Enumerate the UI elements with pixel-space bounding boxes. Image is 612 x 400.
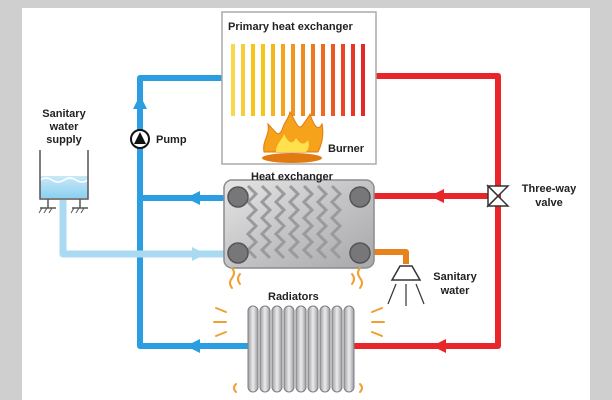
heat-tube bbox=[301, 44, 305, 116]
pump-icon bbox=[130, 129, 150, 149]
sanitary-water-supply-line: Sanitary bbox=[42, 108, 86, 120]
water-tank-icon bbox=[38, 150, 89, 214]
heat-tube bbox=[281, 44, 285, 116]
radiators-label: Radiators bbox=[268, 291, 319, 303]
radiator-fin bbox=[259, 305, 271, 393]
heat-tube bbox=[241, 44, 245, 116]
heat-tube bbox=[311, 44, 315, 116]
port-cold-supply-in bbox=[227, 242, 249, 264]
radiator-fin bbox=[271, 305, 283, 393]
arrow-cold-top bbox=[133, 95, 147, 109]
arrow-hot-bottom bbox=[432, 339, 446, 353]
shower-head-icon bbox=[387, 265, 425, 306]
radiator-fin bbox=[331, 305, 343, 393]
radiator-fin bbox=[307, 305, 319, 393]
primary-heat-exchanger: Primary heat exchanger Burner bbox=[221, 11, 377, 165]
arrow-cold-branch bbox=[186, 191, 200, 205]
heat-tube bbox=[231, 44, 235, 116]
port-sanitary-out bbox=[349, 242, 371, 264]
pump-label: Pump bbox=[156, 134, 187, 146]
arrow-cold-supply bbox=[192, 247, 206, 261]
sanitary-water-label-line1: Sanitary bbox=[433, 271, 477, 283]
radiator-fin bbox=[247, 305, 259, 393]
heat-tubes bbox=[231, 44, 365, 116]
heat-tube bbox=[341, 44, 345, 116]
arrow-cold-bottom bbox=[186, 339, 200, 353]
heat-tube bbox=[331, 44, 335, 116]
radiator-fin bbox=[343, 305, 355, 393]
sanitary-hot-pipe bbox=[362, 249, 409, 264]
heat-wave-icon bbox=[213, 267, 385, 393]
port-hot-in bbox=[349, 186, 371, 208]
sanitary-water-supply-label: Sanitary water supply bbox=[42, 108, 86, 146]
sanitary-water-supply-line: water bbox=[49, 121, 79, 133]
flow-arrows bbox=[133, 95, 446, 353]
primary-heat-exchanger-label: Primary heat exchanger bbox=[228, 21, 353, 33]
radiators: Radiators bbox=[213, 267, 385, 393]
radiator-fin bbox=[283, 305, 295, 393]
heat-exchanger: Heat exchanger bbox=[223, 171, 375, 269]
hot-flow-pipe bbox=[352, 73, 501, 349]
arrow-hot-branch bbox=[430, 189, 444, 203]
cold-supply-pipe bbox=[59, 200, 226, 258]
sanitary-water-label-line2: water bbox=[440, 285, 470, 297]
heat-tube bbox=[251, 44, 255, 116]
radiator-fin bbox=[295, 305, 307, 393]
three-way-valve-label-line1: Three-way bbox=[522, 183, 577, 195]
heat-exchanger-label: Heat exchanger bbox=[251, 171, 334, 183]
three-way-valve-label-line2: valve bbox=[535, 197, 563, 209]
sanitary-water-supply-line: supply bbox=[46, 134, 82, 146]
radiator-fins bbox=[247, 305, 355, 393]
three-way-valve-icon bbox=[486, 184, 510, 208]
burner-flame-icon bbox=[262, 110, 324, 163]
heat-tube bbox=[271, 44, 275, 116]
heat-tube bbox=[291, 44, 295, 116]
heat-tube bbox=[361, 44, 365, 116]
heat-tube bbox=[321, 44, 325, 116]
heat-tube bbox=[351, 44, 355, 116]
radiator-fin bbox=[319, 305, 331, 393]
heat-exchanger-plates bbox=[245, 184, 343, 260]
heat-exchanger-ports bbox=[227, 186, 371, 264]
burner-label: Burner bbox=[328, 143, 365, 155]
port-cold-out bbox=[227, 186, 249, 208]
heat-tube bbox=[261, 44, 265, 116]
